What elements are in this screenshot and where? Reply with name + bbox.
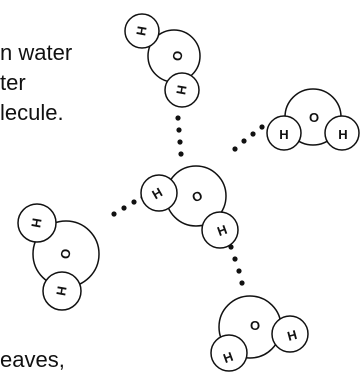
caption-text-line-1: n water	[0, 40, 73, 65]
hydrogen-atom	[164, 72, 200, 108]
hydrogen-atom	[271, 315, 309, 353]
caption-text-line-3: lecule.	[0, 100, 64, 125]
oxygen-label: O	[250, 318, 260, 333]
water-molecule-bottom: O H H	[210, 295, 309, 372]
caption-text-line-4: eaves,	[0, 347, 65, 372]
hydrogen-atom	[17, 203, 57, 243]
oxygen-label: O	[190, 188, 205, 206]
oxygen-label: O	[309, 110, 319, 125]
oxygen-label: O	[169, 50, 186, 63]
hydrogen-bond-top	[175, 115, 184, 157]
hydrogen-bond-right	[232, 124, 265, 152]
hydrogen-atom	[201, 211, 239, 249]
caption-text-line-2: ter	[0, 70, 26, 95]
water-molecule-top: O H H	[124, 13, 201, 108]
hydrogen-label: H	[338, 127, 347, 142]
hydrogen-label: H	[133, 25, 149, 37]
hydrogen-atom	[140, 174, 178, 212]
hydrogen-label: H	[279, 127, 288, 142]
oxygen-label: O	[57, 248, 74, 261]
hydrogen-bond-bottom	[228, 244, 245, 286]
hydrogen-bonds	[111, 115, 265, 286]
hydrogen-label: H	[53, 285, 69, 297]
hydrogen-label: H	[286, 327, 299, 344]
hydrogen-atom	[124, 13, 160, 49]
water-molecule-center: O H H	[140, 165, 239, 249]
hydrogen-atom	[210, 334, 248, 372]
hydrogen-bond-left	[111, 194, 146, 217]
hydrogen-atom	[266, 115, 302, 151]
hydrogen-label: H	[28, 217, 44, 229]
hydrogen-atom	[324, 115, 360, 151]
hydrogen-label: H	[173, 84, 189, 96]
water-molecule-left: O H H	[17, 203, 100, 311]
hydrogen-atom	[42, 271, 82, 311]
water-molecule-right: O H H	[266, 88, 360, 151]
